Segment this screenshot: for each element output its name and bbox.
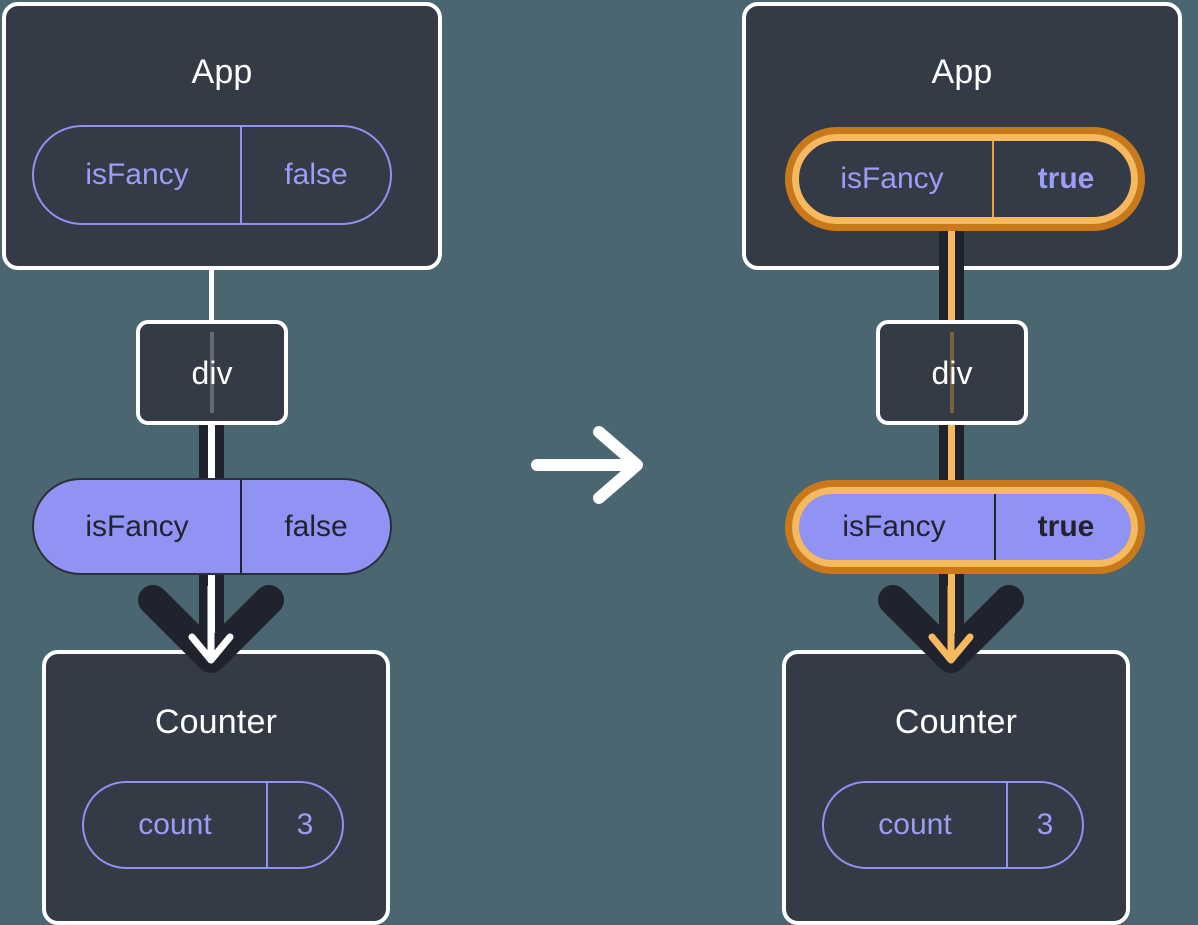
- panel-after: App isFancy true div isFancy true: [730, 0, 1190, 925]
- state-pill-counter-value-before: 3: [266, 783, 342, 867]
- state-pill-counter-before[interactable]: count 3: [82, 781, 344, 869]
- state-pill-counter-key-after: count: [878, 808, 952, 841]
- state-pill-app-before[interactable]: isFancy false: [32, 125, 392, 225]
- prop-pill-key-after: isFancy: [842, 510, 946, 543]
- state-pill-counter-after[interactable]: count 3: [822, 781, 1084, 869]
- element-box-div-label-after: div: [931, 355, 973, 391]
- state-pill-app-value-after: true: [992, 134, 1138, 224]
- state-pill-app-after[interactable]: isFancy true: [792, 134, 1138, 224]
- element-box-div-before[interactable]: div: [136, 320, 288, 425]
- connector-div-to-prop-stripe: [208, 420, 215, 490]
- prop-pill-after[interactable]: isFancy true: [792, 487, 1138, 567]
- connector-app-to-div: [209, 266, 214, 324]
- card-counter-title-before: Counter: [154, 703, 278, 741]
- arrow-prop-to-counter-after: [876, 582, 1026, 674]
- prop-pill-value-before: false: [240, 480, 390, 573]
- panel-before: App isFancy false div isFancy false Coun…: [0, 0, 450, 925]
- state-pill-app-key-after: isFancy: [840, 162, 944, 195]
- div-inner-connector-after: [950, 332, 954, 413]
- state-pill-counter-value-after: 3: [1006, 783, 1082, 867]
- card-app-title-before: App: [191, 53, 253, 91]
- element-box-div-label-before: div: [191, 355, 233, 391]
- state-pill-app-value-before: false: [240, 127, 390, 223]
- prop-pill-before[interactable]: isFancy false: [32, 478, 392, 575]
- prop-pill-value-after: true: [994, 489, 1136, 565]
- card-app-title-after: App: [931, 53, 993, 91]
- div-inner-connector-before: [210, 332, 214, 413]
- prop-pill-key-before: isFancy: [85, 509, 189, 543]
- card-counter-title-after: Counter: [894, 703, 1018, 741]
- state-pill-counter-key-before: count: [138, 808, 212, 841]
- state-pill-app-key-before: isFancy: [85, 158, 189, 191]
- element-box-div-after[interactable]: div: [876, 320, 1028, 425]
- transition-arrow-right-icon: [525, 420, 655, 510]
- arrow-prop-to-counter: [136, 582, 286, 674]
